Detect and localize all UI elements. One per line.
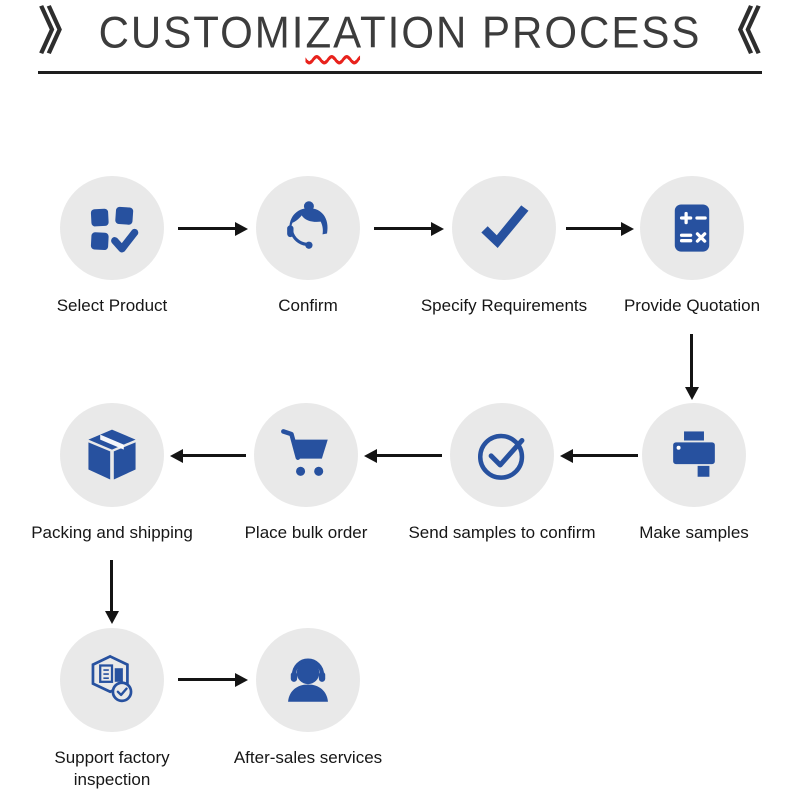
circle-check-icon	[477, 433, 525, 480]
flow-arrow	[364, 448, 442, 463]
flow-arrow	[178, 672, 248, 687]
step-provide-quotation: Provide Quotation	[590, 176, 794, 317]
step-label: Specify Requirements	[420, 296, 588, 315]
step-circle	[452, 176, 556, 280]
step-circle	[256, 628, 360, 732]
title-row: 》 CUSTOMIZATION PROCESS 《	[0, 4, 800, 61]
checkmark-icon	[481, 205, 529, 248]
flow-arrow	[560, 448, 638, 463]
title-text-post: TION PROCESS	[360, 7, 702, 58]
step-select-product: Select Product	[10, 176, 214, 317]
flow-arrow	[178, 221, 248, 236]
flow-arrow	[566, 221, 634, 236]
step-circle	[642, 403, 746, 507]
step-label: Send samples to confirm	[408, 523, 596, 542]
step-make-samples: Make samples	[592, 403, 796, 544]
flow-arrow-down	[104, 560, 119, 624]
double-chevron-right-icon: 》	[38, 4, 87, 61]
step-circle	[256, 176, 360, 280]
step-specify-requirements: Specify Requirements	[402, 176, 606, 317]
headset-support-icon	[288, 658, 328, 702]
customer-service-agent-icon	[287, 201, 328, 249]
title-divider-line	[38, 71, 762, 74]
step-label: Select Product	[56, 296, 168, 315]
step-label: Provide Quotation	[623, 296, 761, 315]
flow-arrow	[170, 448, 246, 463]
step-label: After-sales services	[233, 748, 383, 767]
page-title: CUSTOMIZATION PROCESS	[99, 7, 702, 60]
step-packing-and-shipping: Packing and shipping	[10, 403, 214, 544]
calculator-icon	[674, 204, 710, 252]
flow-arrow-down	[684, 334, 699, 400]
step-support-factory-inspection: Support factory inspection	[10, 628, 214, 791]
step-circle	[60, 176, 164, 280]
double-chevron-left-icon: 《	[713, 4, 762, 61]
step-label: Place bulk order	[244, 523, 368, 542]
step-label: Support factory inspection	[54, 748, 170, 790]
step-place-bulk-order: Place bulk order	[204, 403, 408, 544]
step-circle	[60, 628, 164, 732]
step-circle	[450, 403, 554, 507]
step-after-sales-services: After-sales services	[206, 628, 410, 769]
step-circle	[254, 403, 358, 507]
step-circle	[60, 403, 164, 507]
title-text-red-underlined: ZA	[305, 7, 361, 58]
package-box-icon	[88, 429, 136, 480]
step-label: Confirm	[278, 296, 338, 315]
step-send-samples-to-confirm: Send samples to confirm	[400, 403, 604, 544]
step-label: Packing and shipping	[31, 523, 193, 542]
step-circle	[640, 176, 744, 280]
title-text-pre: CUSTOMI	[98, 7, 306, 58]
step-label: Make samples	[639, 523, 749, 542]
shopping-cart-icon	[281, 429, 328, 476]
factory-inspection-icon	[91, 654, 133, 703]
product-grid-check-icon	[90, 206, 139, 253]
printer-icon	[673, 431, 715, 477]
step-confirm: Confirm	[206, 176, 410, 317]
flow-arrow	[374, 221, 444, 236]
